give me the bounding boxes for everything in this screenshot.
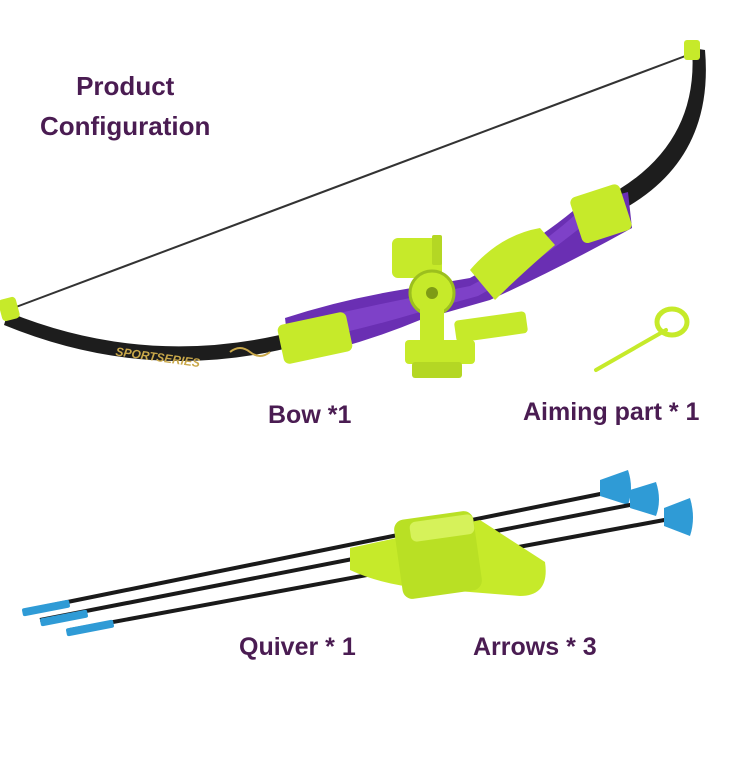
riser-lower-cap bbox=[277, 312, 353, 364]
bow-label: Bow *1 bbox=[268, 401, 352, 429]
riser-upper-cap bbox=[570, 184, 632, 243]
quiver-label: Quiver * 1 bbox=[239, 633, 356, 661]
aiming-part bbox=[594, 306, 690, 372]
arrow-2 bbox=[39, 482, 659, 627]
title-line-1: Product bbox=[76, 71, 175, 101]
bow-lower-tip bbox=[0, 296, 20, 322]
bow-string bbox=[7, 54, 689, 311]
page-title: Product Configuration bbox=[40, 66, 210, 146]
bow-upper-tip bbox=[684, 40, 700, 60]
arrows-label: Arrows * 3 bbox=[473, 633, 597, 661]
bow: SPORTSERIES bbox=[0, 40, 706, 378]
aiming-part-label: Aiming part * 1 bbox=[523, 398, 700, 426]
arrow-1 bbox=[22, 470, 631, 617]
quiver bbox=[350, 511, 546, 599]
title-line-2: Configuration bbox=[40, 111, 211, 141]
bow-grip bbox=[470, 228, 555, 300]
bow-lower-limb bbox=[4, 312, 300, 361]
arrows bbox=[22, 470, 693, 637]
sight-top bbox=[392, 238, 442, 278]
